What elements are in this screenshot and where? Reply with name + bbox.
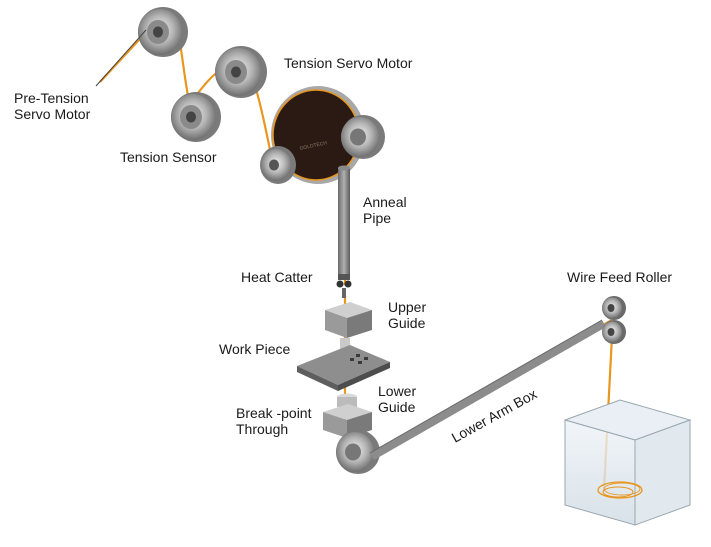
break-point-through-label: Break -point Through (236, 405, 315, 437)
anneal-pipe-label: Anneal Pipe (363, 194, 410, 226)
upper-guide-block (325, 302, 372, 350)
upper-guide-label: Upper Guide (388, 299, 430, 331)
heat-catter (336, 274, 352, 298)
break-point-label-line2: Through (236, 421, 288, 437)
heat-catter-label: Heat Catter (241, 269, 313, 285)
wire-collection-bin (563, 399, 692, 526)
lower-guide-label-line1: Lower (378, 383, 416, 399)
upper-guide-label-line1: Upper (388, 299, 426, 315)
anneal-label-line1: Anneal (363, 194, 407, 210)
tension-sensor-pulley (171, 92, 221, 142)
break-point-through-pulley (336, 430, 380, 474)
pre-tension-servo-motor-label: Pre-Tension Servo Motor (14, 90, 93, 122)
tension-sensor-label: Tension Sensor (120, 149, 217, 165)
wire-feed-roller (602, 296, 626, 344)
upper-guide-label-line2: Guide (388, 315, 426, 331)
lower-arm-box (369, 319, 606, 460)
svg-text:GOLDTECH: GOLDTECH (299, 140, 328, 152)
tension-servo-motor-label: Tension Servo Motor (284, 55, 413, 71)
work-piece-label: Work Piece (219, 341, 291, 357)
anneal-label-line2: Pipe (363, 210, 391, 226)
pre-tension-leader (95, 29, 147, 87)
wire-feed-roller-label: Wire Feed Roller (567, 269, 672, 285)
lower-guide-label: Lower Guide (378, 383, 420, 415)
pre-tension-label-line2: Servo Motor (14, 106, 91, 122)
lower-guide-label-line2: Guide (378, 399, 416, 415)
idler-pulley-upper (215, 46, 267, 98)
motor-idler-pulley-left (260, 146, 296, 184)
anneal-pipe (338, 165, 350, 276)
lower-arm-box-label: Lower Arm Box (449, 386, 540, 446)
motor-idler-pulley-right (341, 115, 385, 159)
break-point-label-line1: Break -point (236, 405, 312, 421)
pre-tension-label-line1: Pre-Tension (14, 90, 89, 106)
pre-tension-servo-motor-pulley (138, 7, 188, 57)
work-piece-plate (297, 345, 390, 391)
